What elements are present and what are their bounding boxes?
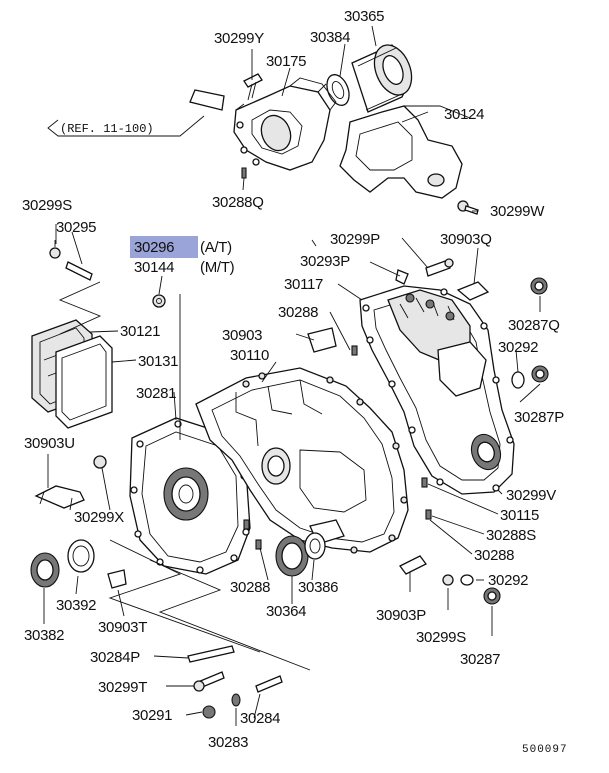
label-30287Q: 30287Q [508, 317, 560, 334]
label-30299S-bottom: 30299S [416, 629, 466, 646]
label-30288Q: 30288Q [212, 194, 264, 211]
label-30288-right: 30288 [474, 547, 514, 564]
label-30131: 30131 [138, 353, 178, 370]
part-30288-pins-drawing [243, 345, 432, 550]
part-30175-extension-housing-drawing [233, 77, 337, 171]
part-30284-stud-drawing [255, 675, 283, 693]
part-30903U-bracket-drawing [34, 485, 85, 511]
label-30175: 30175 [266, 53, 306, 70]
part-30903T-bracket-drawing [107, 569, 127, 589]
label-30115: 30115 [500, 507, 539, 524]
part-30131-gasket-drawing [55, 335, 113, 429]
label-30384: 30384 [310, 29, 350, 46]
label-30284: 30284 [240, 710, 280, 727]
highlight-box [130, 236, 198, 258]
label-30299S-top: 30299S [22, 197, 72, 214]
part-30365-oil-seal-drawing [351, 44, 413, 113]
label-30144-note: (M/T) [200, 259, 235, 276]
label-30287P: 30287P [514, 409, 564, 426]
label-30283: 30283 [208, 734, 248, 751]
part-30299P-bolt-top-drawing [425, 258, 454, 277]
reference-note: (REF. 11-100) [60, 122, 154, 136]
part-30903P-bracket-drawing [399, 555, 427, 575]
label-30299V: 30299V [506, 487, 556, 504]
part-30903-bracket-drawing [307, 327, 337, 353]
label-30364: 30364 [266, 603, 306, 620]
diagram-code: 500097 [522, 744, 568, 756]
label-30121: 30121 [120, 323, 160, 340]
part-30291-nut-drawing [202, 705, 216, 719]
label-30296: 30296 [134, 239, 174, 256]
label-30903P: 30903P [376, 607, 426, 624]
label-30292-bottom: 30292 [488, 572, 528, 589]
label-30382: 30382 [24, 627, 64, 644]
label-30284P: 30284P [90, 649, 140, 666]
part-30117-rear-case-drawing [359, 285, 515, 495]
part-30281-front-case-drawing [129, 417, 251, 575]
label-30392: 30392 [56, 597, 96, 614]
label-30293P: 30293P [300, 253, 350, 270]
label-30288-mid: 30288 [278, 304, 318, 321]
part-30903Q-bracket-drawing [456, 281, 490, 301]
part-30287Q-plug-drawing [530, 277, 548, 295]
part-30364-bearing-drawing [275, 535, 309, 577]
label-30903U: 30903U [24, 435, 75, 452]
label-30295: 30295 [56, 219, 96, 236]
label-30110: 30110 [230, 347, 269, 364]
label-30291: 30291 [132, 707, 172, 724]
part-30292-gasket-bottom-drawing [460, 574, 474, 586]
part-30299S-bolt-top-drawing [49, 240, 61, 259]
part-30299X-bolt-drawing [93, 455, 109, 501]
label-30386: 30386 [298, 579, 338, 596]
label-30281: 30281 [136, 385, 176, 402]
part-30299Y-bolt-drawing [189, 73, 263, 111]
part-30287P-plug-drawing [531, 365, 549, 383]
label-30299P-top: 30299P [330, 231, 380, 248]
label-30296-note: (A/T) [200, 239, 232, 256]
part-30283-washer-drawing [231, 693, 241, 707]
part-30299T-bolt-drawing [193, 671, 225, 692]
part-30284P-stud-drawing [187, 645, 235, 663]
label-30287: 30287 [460, 651, 500, 668]
label-30903T: 30903T [98, 619, 147, 636]
label-30117: 30117 [284, 276, 323, 293]
part-30392-washer-drawing [67, 539, 95, 573]
label-30299X: 30299X [74, 509, 124, 526]
part-30299W-bolt-drawing [457, 200, 479, 215]
label-30124: 30124 [444, 106, 484, 123]
part-30288Q-pin-drawing [241, 167, 247, 179]
part-30292-gasket-right-drawing [511, 371, 525, 389]
label-30365: 30365 [344, 8, 384, 25]
label-30292-right: 30292 [498, 339, 538, 356]
part-30382-seal-drawing [30, 552, 60, 588]
labels: 30299Y 30365 30384 30175 30124 (REF. 11-… [22, 8, 568, 756]
leader-lines [43, 25, 541, 726]
part-30386-seal-drawing [304, 532, 326, 560]
part-30144-drain-plug-drawing [152, 294, 166, 308]
label-30144: 30144 [134, 259, 174, 276]
label-30288-bottom: 30288 [230, 579, 270, 596]
part-30124-cover-drawing [339, 105, 471, 199]
label-30299W: 30299W [490, 203, 545, 220]
label-30288S: 30288S [486, 527, 536, 544]
label-30903: 30903 [222, 327, 262, 344]
part-30287-plug-drawing [483, 587, 501, 605]
part-30293P-clip-drawing [395, 269, 409, 285]
part-30384-seal-drawing [326, 74, 350, 106]
label-30903Q: 30903Q [440, 231, 492, 248]
label-30299T: 30299T [98, 679, 147, 696]
part-30299S-bolt-bottom-drawing [442, 574, 454, 586]
part-30295-bracket-drawing [65, 261, 93, 281]
label-30299Y: 30299Y [214, 30, 264, 47]
